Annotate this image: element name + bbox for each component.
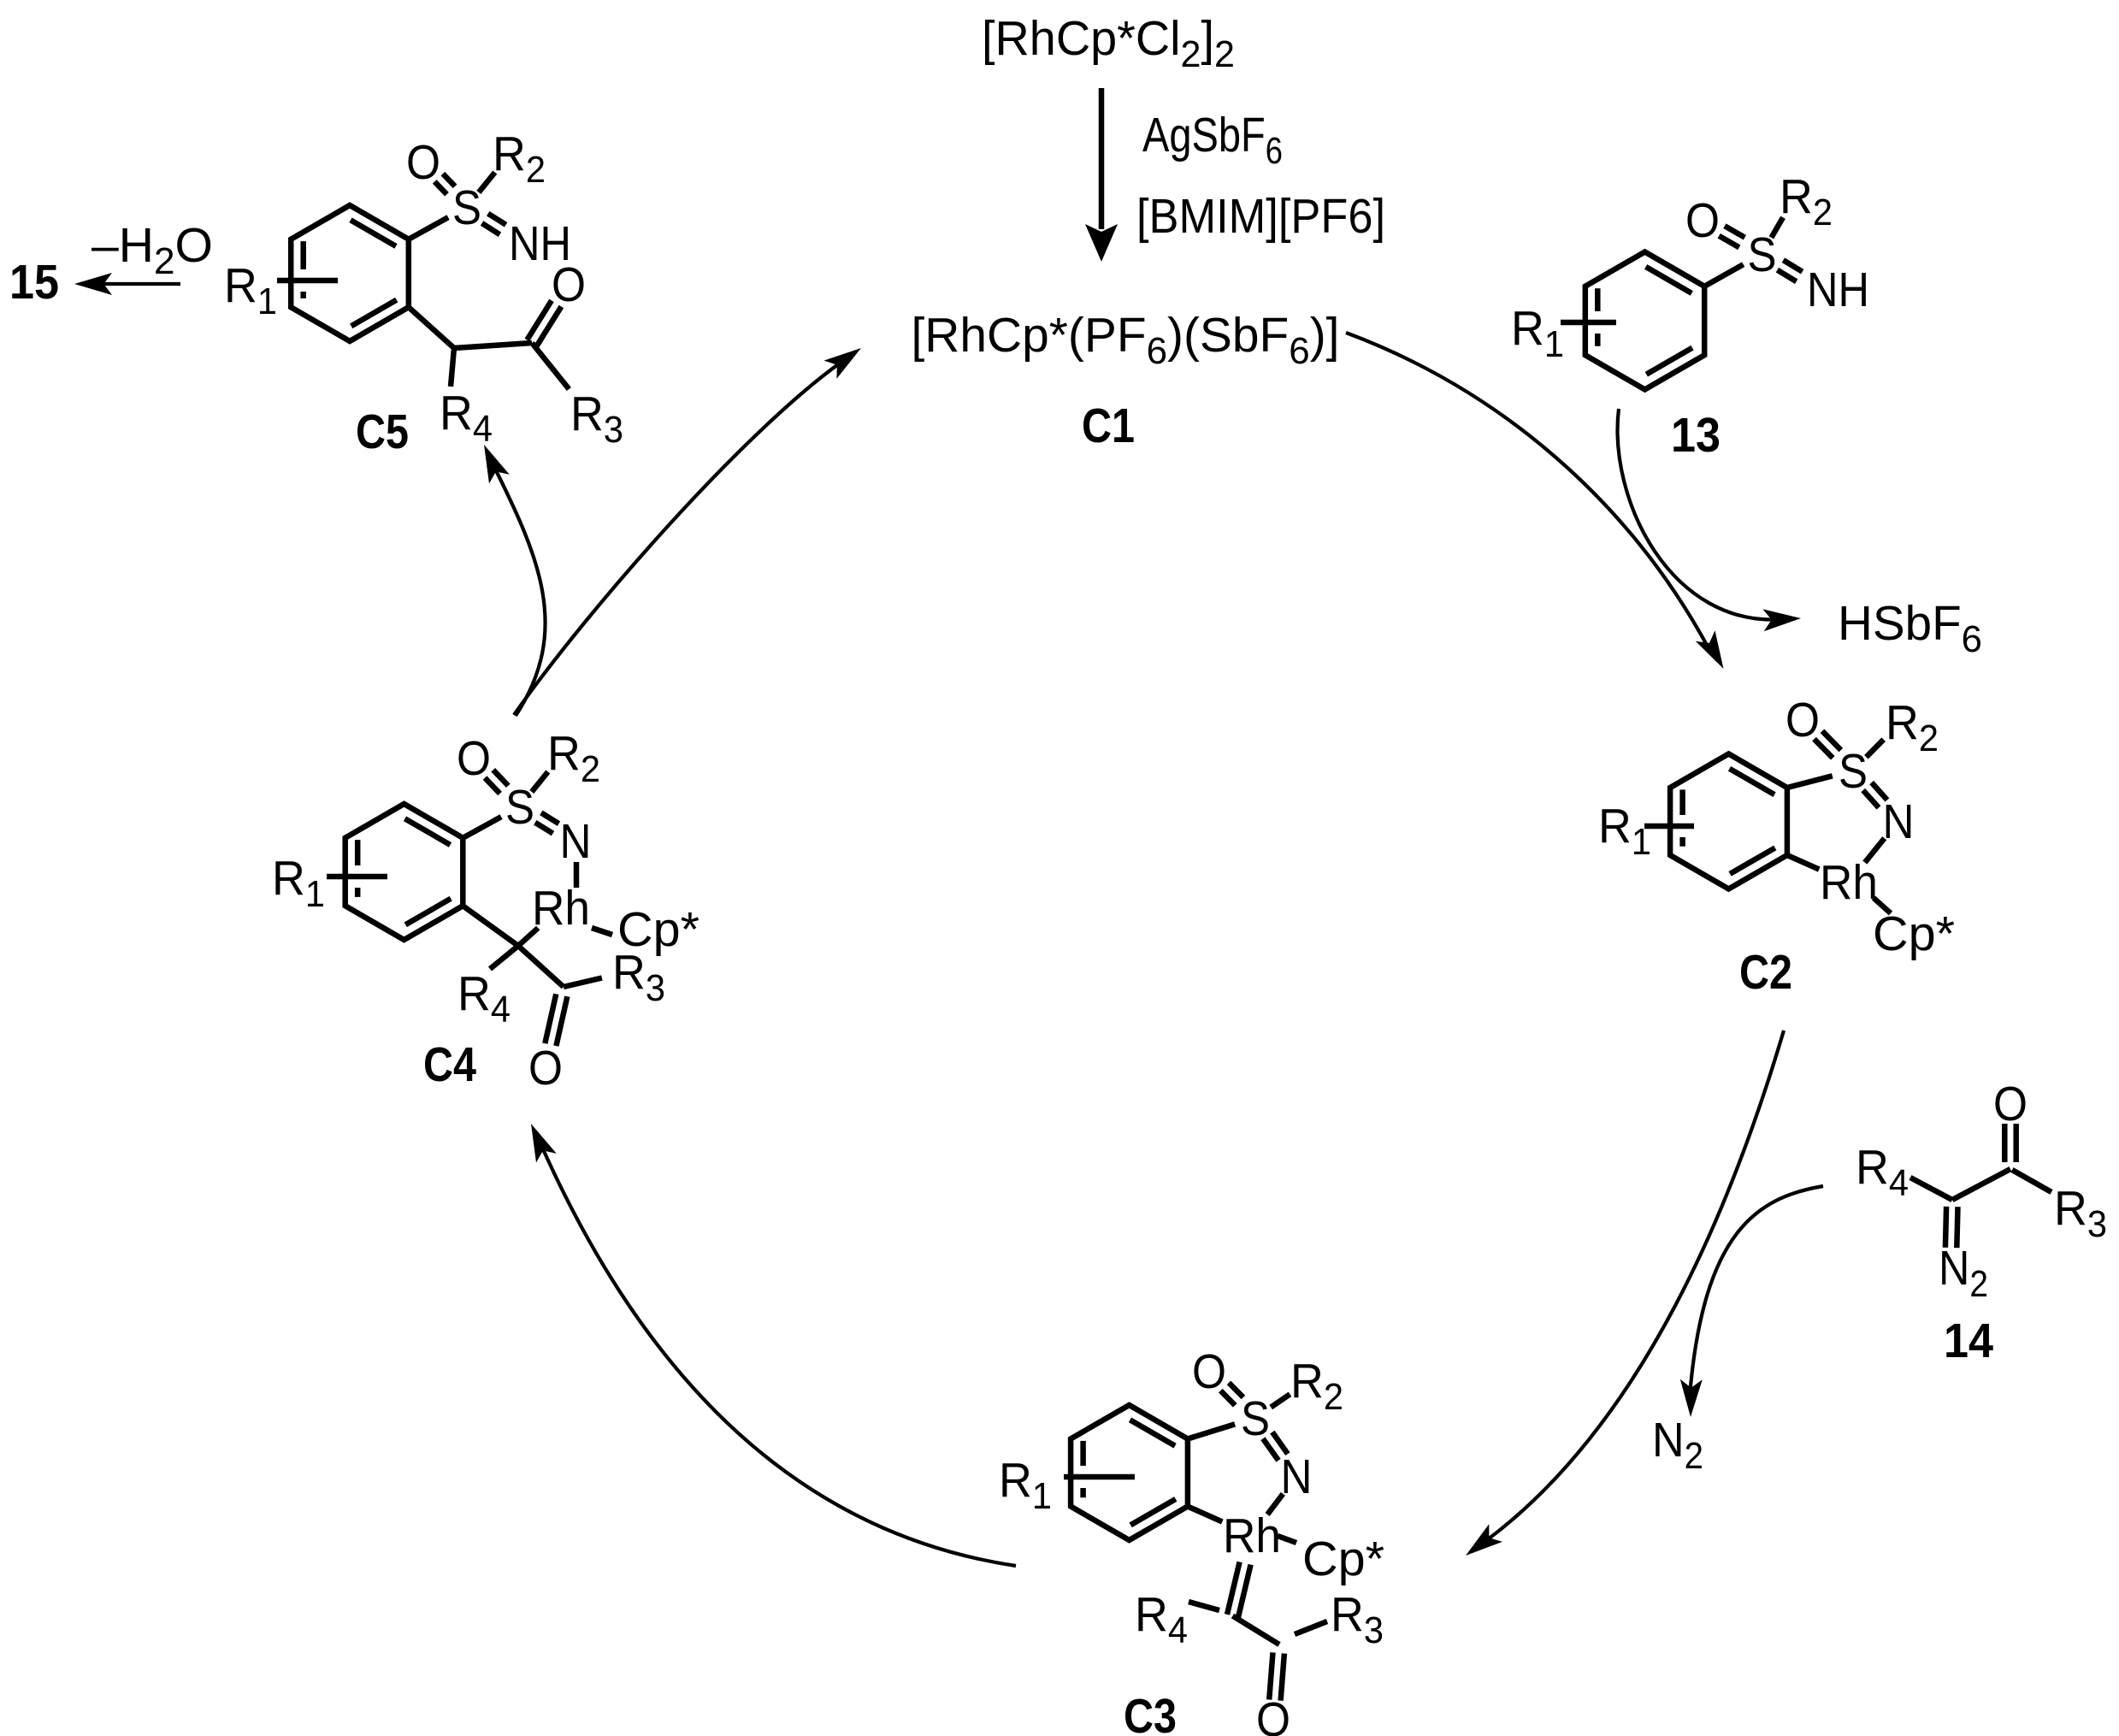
svg-text:O: O xyxy=(1192,1344,1226,1399)
svg-text:C3: C3 xyxy=(1124,1689,1177,1736)
svg-text:R1: R1 xyxy=(1598,799,1651,863)
svg-text:R3: R3 xyxy=(2054,1181,2107,1245)
svg-text:C5: C5 xyxy=(356,404,409,459)
svg-text:HSbF6: HSbF6 xyxy=(1838,596,1982,660)
svg-text:S: S xyxy=(505,780,534,835)
svg-text:Rh: Rh xyxy=(532,881,590,936)
svg-text:[BMIM][PF6]: [BMIM][PF6] xyxy=(1136,189,1385,244)
svg-text:[RhCp*(PF6​)(SbF6​)]: [RhCp*(PF6​)(SbF6​)] xyxy=(912,308,1340,372)
svg-text:R4: R4 xyxy=(1856,1140,1909,1204)
svg-text:O: O xyxy=(528,1041,563,1095)
svg-text:Cp*: Cp* xyxy=(617,902,699,957)
svg-text:15: 15 xyxy=(9,255,59,310)
svg-text:S: S xyxy=(1839,744,1868,799)
svg-text:14: 14 xyxy=(1944,1314,1993,1368)
svg-text:O: O xyxy=(457,731,491,786)
svg-text:C2: C2 xyxy=(1739,945,1792,1000)
svg-text:S: S xyxy=(1241,1391,1270,1446)
svg-text:C1: C1 xyxy=(1082,399,1135,453)
svg-text:O: O xyxy=(1786,693,1820,747)
svg-text:NH: NH xyxy=(1807,263,1869,317)
svg-text:N: N xyxy=(1883,794,1915,849)
svg-text:O: O xyxy=(406,135,440,190)
svg-text:O: O xyxy=(1685,193,1720,248)
svg-text:Cp*: Cp* xyxy=(1873,906,1955,961)
svg-text:O: O xyxy=(552,257,586,312)
svg-text:N: N xyxy=(1281,1450,1313,1504)
svg-text:Cp*: Cp* xyxy=(1302,1532,1384,1586)
svg-text:N2: N2 xyxy=(1652,1413,1703,1477)
svg-text:R1: R1 xyxy=(1511,301,1564,365)
svg-text:C4: C4 xyxy=(423,1037,476,1092)
svg-text:AgSbF6: AgSbF6 xyxy=(1142,108,1283,172)
svg-text:NH: NH xyxy=(509,216,571,271)
svg-text:–H2​O: –H2​O xyxy=(91,218,213,282)
svg-text:S: S xyxy=(452,180,481,235)
svg-text:Rh: Rh xyxy=(1820,855,1878,910)
svg-text:13: 13 xyxy=(1671,408,1721,463)
svg-text:O: O xyxy=(1256,1692,1290,1736)
svg-text:N: N xyxy=(560,814,592,869)
svg-text:O: O xyxy=(1993,1077,2028,1131)
svg-text:Rh: Rh xyxy=(1223,1509,1281,1563)
